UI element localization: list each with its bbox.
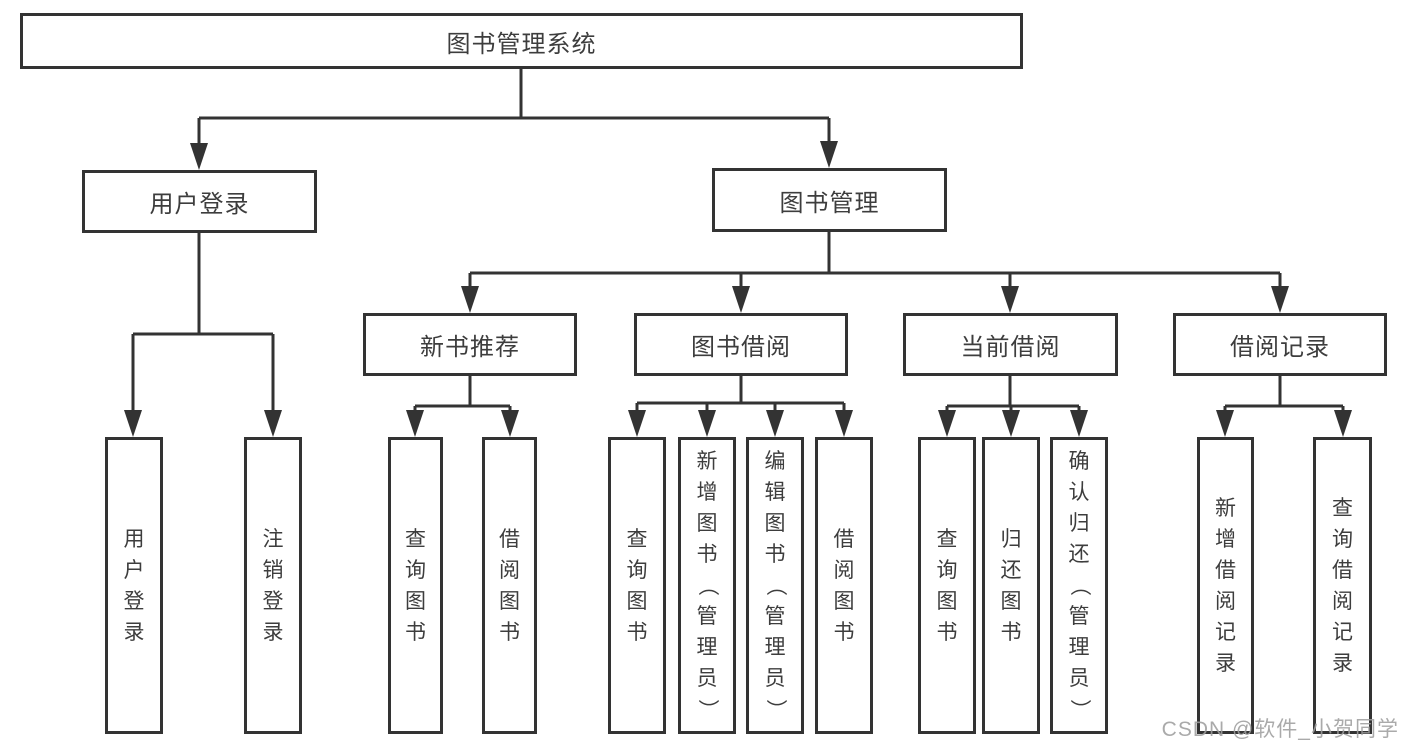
node-root: 图书管理系统 bbox=[20, 13, 1023, 69]
leaf-borrow-books: 借阅图书 bbox=[815, 437, 873, 734]
leaf-borrow-books-recommend: 借阅图书 bbox=[482, 437, 537, 734]
leaf-query-borrow-record-label: 查询借阅记录 bbox=[1332, 496, 1353, 675]
leaf-user-login-label: 用户登录 bbox=[123, 527, 145, 644]
leaf-edit-books-admin: 编辑图书（管理员） bbox=[746, 437, 804, 734]
leaf-user-login: 用户登录 bbox=[105, 437, 163, 734]
node-new-book-recommend-label: 新书推荐 bbox=[420, 334, 520, 361]
node-book-management: 图书管理 bbox=[712, 168, 947, 232]
leaf-query-books-recommend: 查询图书 bbox=[388, 437, 443, 734]
node-user-login-group-label: 用户登录 bbox=[149, 191, 250, 218]
leaf-query-books-current-label: 查询图书 bbox=[936, 527, 958, 644]
leaf-logout-label: 注销登录 bbox=[262, 527, 284, 644]
leaf-confirm-return-admin-label: 确认归还（管理员） bbox=[1067, 450, 1091, 720]
leaf-query-books-borrow-label: 查询图书 bbox=[626, 527, 648, 644]
leaf-edit-books-admin-label: 编辑图书（管理员） bbox=[763, 450, 787, 720]
node-current-borrowing: 当前借阅 bbox=[903, 313, 1118, 376]
node-book-borrowing: 图书借阅 bbox=[634, 313, 848, 376]
leaf-add-borrow-record-label: 新增借阅记录 bbox=[1215, 496, 1236, 675]
leaf-borrow-books-recommend-label: 借阅图书 bbox=[499, 527, 520, 644]
node-book-borrowing-label: 图书借阅 bbox=[691, 334, 791, 361]
leaf-query-books-current: 查询图书 bbox=[918, 437, 976, 734]
csdn-watermark: CSDN @软件_小贺同学 bbox=[1161, 718, 1399, 741]
leaf-query-books-recommend-label: 查询图书 bbox=[405, 527, 426, 644]
node-borrow-records-label: 借阅记录 bbox=[1230, 334, 1330, 361]
leaf-add-books-admin-label: 新增图书（管理员） bbox=[695, 450, 719, 720]
node-current-borrowing-label: 当前借阅 bbox=[960, 334, 1061, 361]
node-new-book-recommend: 新书推荐 bbox=[363, 313, 577, 376]
node-borrow-records: 借阅记录 bbox=[1173, 313, 1387, 376]
node-root-label: 图书管理系统 bbox=[446, 30, 597, 58]
leaf-confirm-return-admin: 确认归还（管理员） bbox=[1050, 437, 1108, 734]
node-user-login-group: 用户登录 bbox=[82, 170, 317, 233]
leaf-query-books-borrow: 查询图书 bbox=[608, 437, 666, 734]
leaf-borrow-books-label: 借阅图书 bbox=[833, 527, 855, 644]
leaf-logout: 注销登录 bbox=[244, 437, 302, 734]
node-book-management-label: 图书管理 bbox=[779, 189, 880, 217]
leaf-return-books-label: 归还图书 bbox=[1000, 527, 1022, 644]
leaf-query-borrow-record: 查询借阅记录 bbox=[1313, 437, 1372, 734]
leaf-return-books: 归还图书 bbox=[982, 437, 1040, 734]
leaf-add-borrow-record: 新增借阅记录 bbox=[1197, 437, 1254, 734]
leaf-add-books-admin: 新增图书（管理员） bbox=[678, 437, 736, 734]
